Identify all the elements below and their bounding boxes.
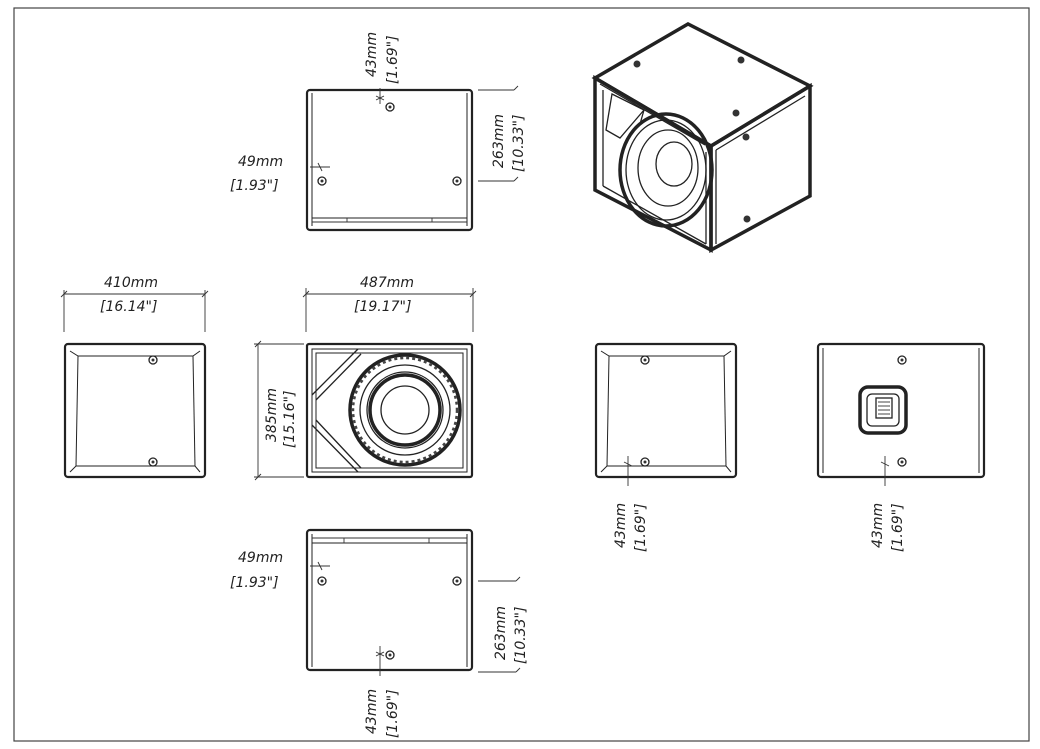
- dim-top-depth-mm: 263mm: [491, 114, 507, 168]
- dim-top-depth-in: [10.33"]: [511, 115, 527, 172]
- dim-front-width-mm: 487mm: [360, 275, 414, 291]
- dim-rear-hole-offset-in: [1.69"]: [890, 503, 906, 552]
- drawing-frame: [13, 7, 1030, 742]
- mounting-hole: [633, 60, 641, 68]
- left-side-body: [63, 342, 207, 479]
- mounting-hole: [732, 109, 740, 117]
- dim-top-side-offset-mm: 49mm: [238, 154, 283, 170]
- dim-bottom-depth-mm: 263mm: [493, 606, 509, 660]
- dim-side-hole-offset-mm: 43mm: [613, 503, 629, 548]
- dim-front-height-in: [15.16"]: [282, 391, 298, 448]
- dim-front-width-in: [19.17"]: [354, 299, 411, 315]
- input-connector: [875, 397, 893, 419]
- mounting-hole: [737, 56, 745, 64]
- dim-bottom-side-offset-mm: 49mm: [238, 550, 283, 566]
- dim-bottom-side-offset-in: [1.93"]: [230, 575, 279, 591]
- woofer-surround: [618, 112, 714, 228]
- dim-bottom-hole-edge-in: [1.69"]: [385, 689, 401, 738]
- dim-side-width-mm: 410mm: [104, 275, 158, 291]
- top-view: [305, 85, 519, 232]
- dim-rear-hole-offset-mm: 43mm: [870, 503, 886, 548]
- left-side-view: [60, 290, 209, 479]
- front-view-body: [305, 342, 474, 479]
- rear-view: [816, 342, 986, 486]
- dim-top-side-offset-in: [1.93"]: [230, 178, 279, 194]
- dim-top-hole-edge-mm: 43mm: [364, 32, 380, 77]
- top-view-body: [305, 88, 474, 232]
- front-woofer-dustcap: [380, 385, 430, 435]
- dim-side-hole-offset-in: [1.69"]: [633, 503, 649, 552]
- mounting-hole: [743, 215, 751, 223]
- front-woofer: [348, 353, 462, 467]
- cabinet-top-face: [591, 22, 814, 149]
- woofer-dustcap: [655, 141, 693, 187]
- input-connector-plate: [858, 385, 908, 435]
- dim-front-height-mm: 385mm: [264, 388, 280, 442]
- dim-side-width-in: [16.14"]: [100, 299, 157, 315]
- front-view: [254, 288, 477, 481]
- bottom-view: [305, 528, 521, 676]
- rear-view-body: [816, 342, 986, 479]
- cabinet-side-face: [709, 82, 812, 253]
- right-side-view: [594, 342, 738, 486]
- dim-bottom-hole-edge-mm: 43mm: [364, 689, 380, 734]
- isometric-view: [591, 22, 814, 253]
- dim-bottom-depth-in: [10.33"]: [513, 607, 529, 664]
- dim-top-hole-edge-in: [1.69"]: [385, 35, 401, 84]
- bottom-view-body: [305, 528, 474, 672]
- mounting-hole: [742, 133, 750, 141]
- right-side-body: [594, 342, 738, 479]
